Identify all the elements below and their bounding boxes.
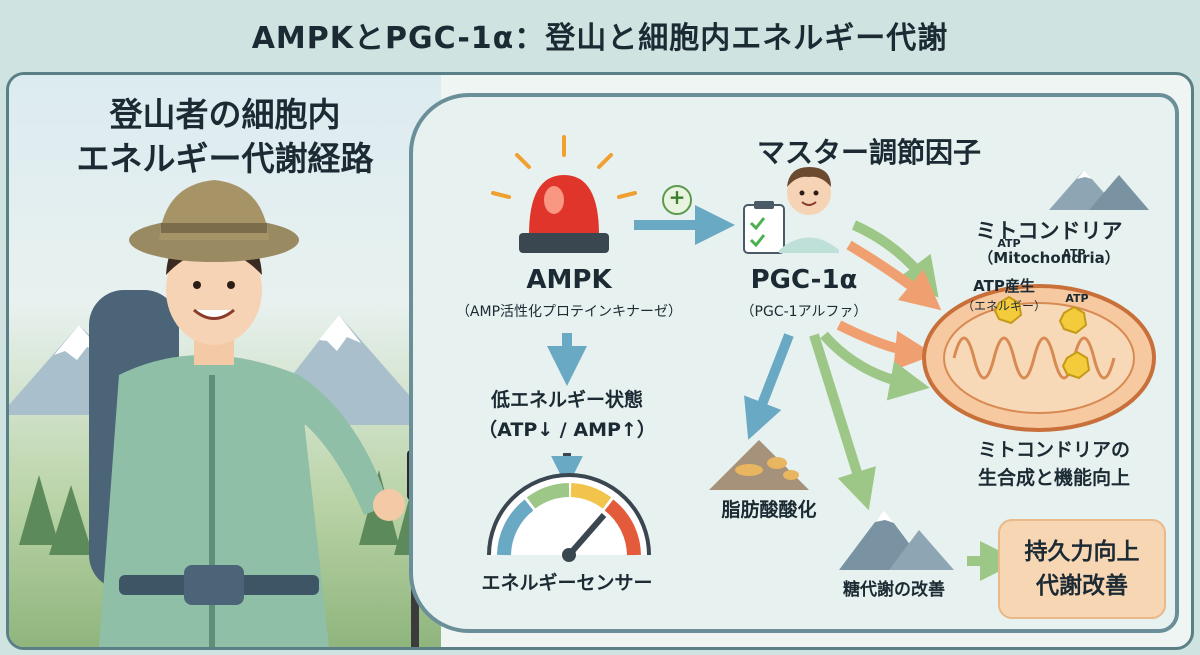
mito-biogenesis-line2: 生合成と機能向上 <box>977 467 1130 489</box>
glucose-label: 糖代謝の改善 <box>843 580 945 600</box>
pgc-to-mito-arrow-3 <box>836 320 935 371</box>
result-line2: 代謝改善 <box>1036 573 1128 599</box>
gauge-icon <box>487 473 651 562</box>
pgc-label: PGC-1α <box>750 265 858 295</box>
left-title: 登山者の細胞内 エネルギー代謝経路 <box>9 93 441 181</box>
atp-badge-3: ATP <box>1065 292 1089 305</box>
low-energy-detail: （ATP↓ / AMP↑） <box>478 419 656 441</box>
mountain-icon-top <box>1049 170 1149 210</box>
ampk-desc: （AMP活性化プロテインキナーゼ） <box>455 304 683 320</box>
result-box: 持久力向上 代謝改善 <box>998 519 1166 619</box>
master-regulator-label: マスター調節因子 <box>756 136 981 169</box>
ampk-label: AMPK <box>526 265 612 295</box>
glucose-mountain-icon <box>839 510 954 570</box>
mitochondria-en: （Mitochondria） <box>978 249 1120 267</box>
mitochondria-icon <box>922 284 1156 432</box>
atp-badge-1: ATP <box>997 237 1021 250</box>
left-title-line1: 登山者の細胞内 <box>109 95 341 134</box>
hiker-panel: 登山者の細胞内 エネルギー代謝経路 <box>9 75 441 647</box>
pgc-to-glucose-arrow <box>809 333 876 511</box>
pgc-to-fat-arrow <box>744 333 794 440</box>
pgc-desc: （PGC-1アルファ） <box>740 304 868 320</box>
mito-biogenesis-line1: ミトコンドリアの <box>977 439 1130 461</box>
pgc-to-mito-arrow-4 <box>820 331 930 401</box>
atp-badge-2: ATP <box>1062 247 1086 260</box>
left-title-line2: エネルギー代謝経路 <box>76 139 374 178</box>
alarm-icon <box>491 135 637 253</box>
page-title: AMPKとPGC-1α：登山と細胞内エネルギー代謝 <box>251 21 949 56</box>
researcher-icon <box>743 167 839 254</box>
atp-production-label: ATP産生 <box>973 277 1035 295</box>
low-energy-label: 低エネルギー状態 <box>490 389 643 411</box>
energy-sensor-label: エネルギーセンサー <box>481 572 653 594</box>
result-line1: 持久力向上 <box>1024 539 1140 565</box>
fat-mountain-icon <box>709 440 809 490</box>
activation-plus: + <box>668 185 686 209</box>
pathway-graphics <box>487 135 1156 581</box>
atp-production-detail: （エネルギー） <box>961 299 1046 313</box>
mitochondria-label: ミトコンドリア <box>975 219 1123 243</box>
fat-oxidation-label: 脂肪酸酸化 <box>721 499 817 521</box>
pgc-to-mito-arrow-2 <box>846 240 942 311</box>
plus-icon <box>662 185 692 215</box>
